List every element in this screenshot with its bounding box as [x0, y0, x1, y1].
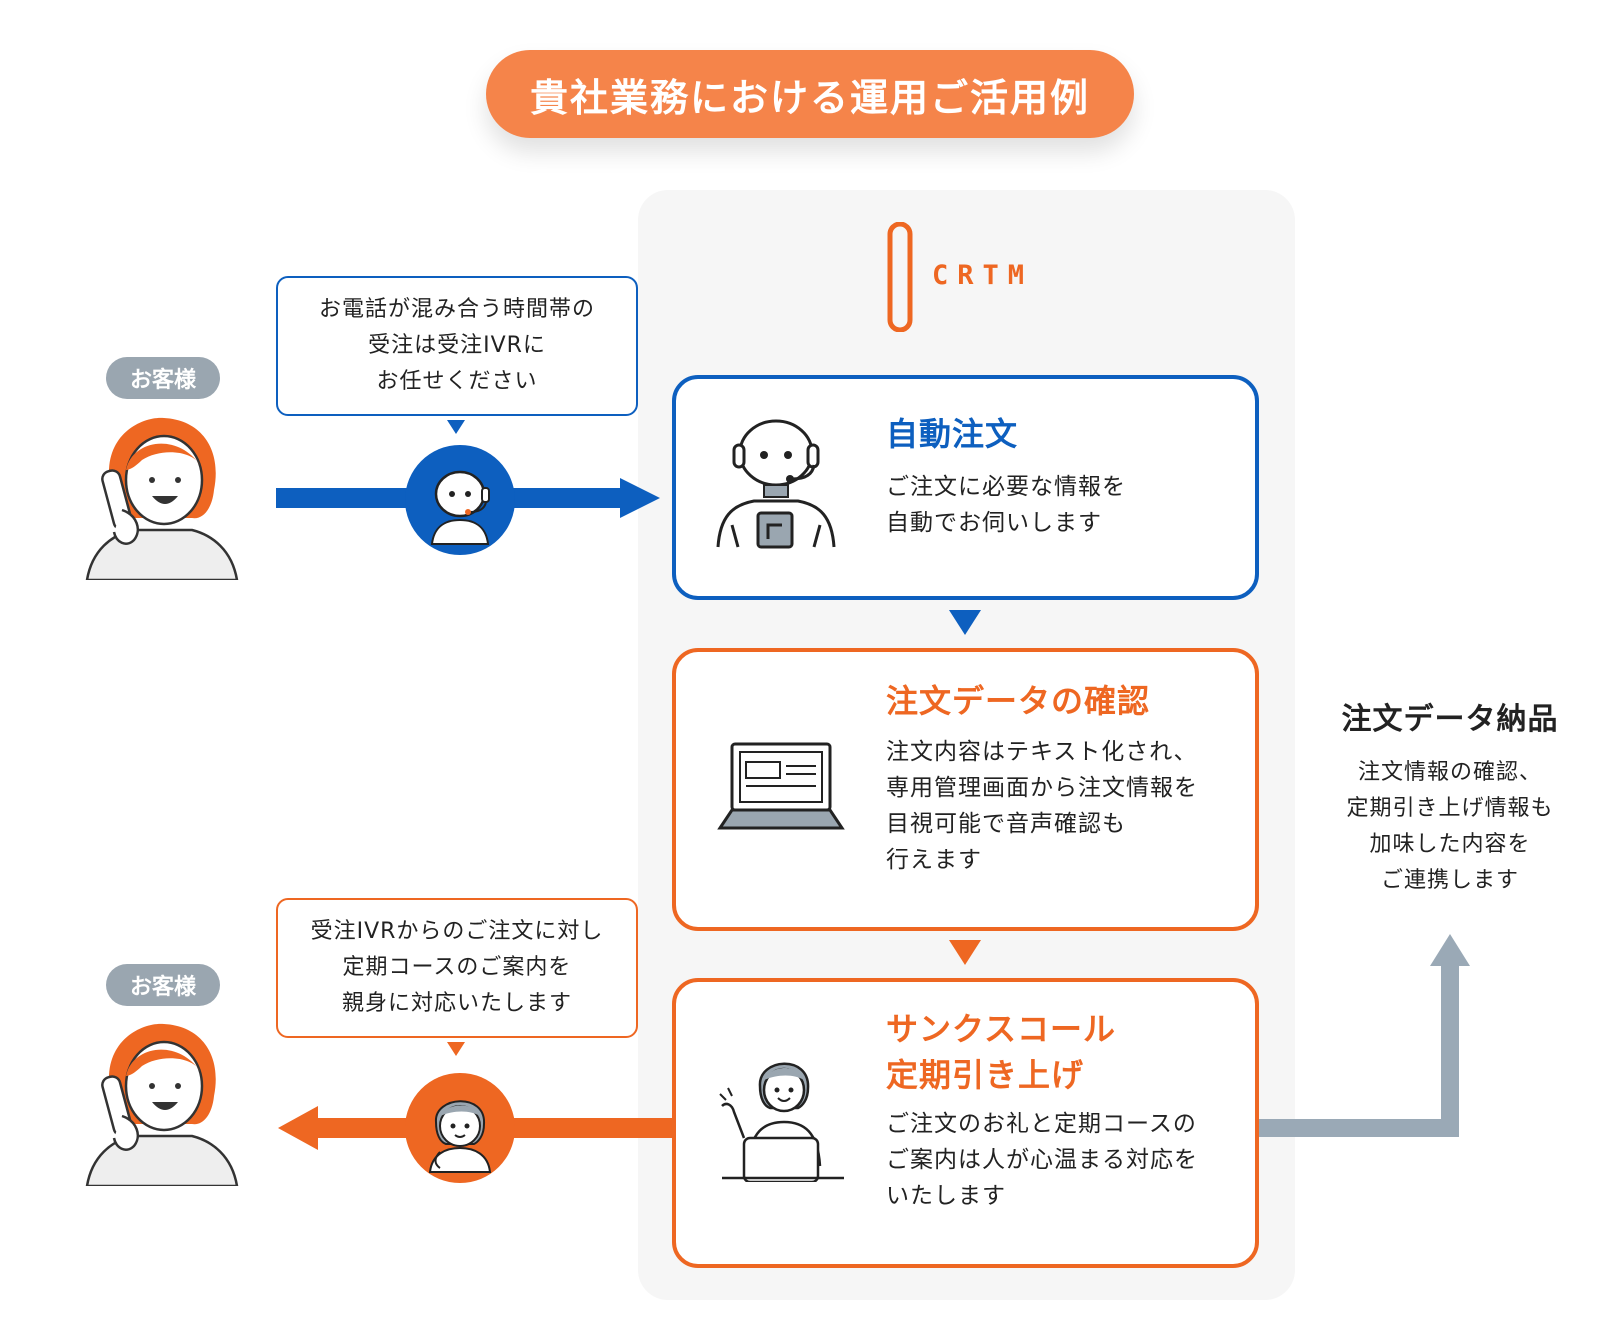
- customer-illustration-top: [82, 410, 242, 584]
- delivery-title: 注文データ納品: [1341, 702, 1559, 737]
- customer-illustration-bottom: [82, 1016, 242, 1190]
- step-title: 注文データの確認: [886, 682, 1151, 720]
- operator-badge: [404, 1072, 516, 1188]
- inbound-arrow-head-icon: [620, 478, 660, 518]
- logo-mark-icon: [887, 221, 913, 333]
- step-text: ご注文のお礼と定期コースの ご案内は人が心温まる対応を いたします: [886, 1111, 1198, 1209]
- step-text: ご注文に必要な情報を 自動でお伺いします: [886, 474, 1126, 536]
- outbound-arrow-head-icon: [278, 1106, 318, 1150]
- ivr-robot-badge: [404, 444, 516, 560]
- step-arrow-icon: [949, 940, 981, 965]
- robot-icon: [714, 417, 854, 561]
- crtm-logo: CRTM: [886, 221, 1066, 333]
- logo-text: CRTM: [932, 260, 1034, 291]
- customer-tag-bottom: お客様: [106, 964, 220, 1006]
- step-arrow-icon: [949, 610, 981, 635]
- customer-tag-top: お客様: [106, 357, 220, 399]
- delivery-arrow-shaft: [1259, 960, 1459, 1137]
- step-text: 注文内容はテキスト化され、 専用管理画面から注文情報を 目視可能で音声確認も 行…: [886, 739, 1198, 873]
- bubble-tail-icon: [447, 1042, 465, 1056]
- operator-icon: [718, 1042, 848, 1186]
- delivery-arrow-head-icon: [1430, 934, 1470, 966]
- customer-phone-icon: [85, 1023, 239, 1188]
- bubble-ivr: お電話が混み合う時間帯の 受注は受注IVRに お任せください: [276, 276, 638, 416]
- operator-icon: [405, 1073, 515, 1183]
- customer-phone-icon: [85, 417, 239, 582]
- step-card-auto-order: 自動注文 ご注文に必要な情報を 自動でお伺いします: [672, 375, 1259, 600]
- bubble-thanks-call: 受注IVRからのご注文に対し 定期コースのご案内を 親身に対応いたします: [276, 898, 638, 1038]
- step-title: サンクスコール 定期引き上げ: [886, 1010, 1117, 1094]
- step-card-thanks-call: サンクスコール 定期引き上げ ご注文のお礼と定期コースの ご案内は人が心温まる対…: [672, 978, 1259, 1268]
- step-title: 自動注文: [886, 415, 1019, 453]
- delivery-text: 注文情報の確認、 定期引き上げ情報も 加味した内容を ご連携します: [1346, 760, 1554, 893]
- step-card-data-check: 注文データの確認 注文内容はテキスト化され、 専用管理画面から注文情報を 目視可…: [672, 648, 1259, 931]
- headset-robot-icon: [405, 445, 515, 555]
- bubble-tail-icon: [447, 420, 465, 434]
- page-title: 貴社業務における運用ご活用例: [486, 50, 1134, 138]
- laptop-icon: [716, 738, 846, 842]
